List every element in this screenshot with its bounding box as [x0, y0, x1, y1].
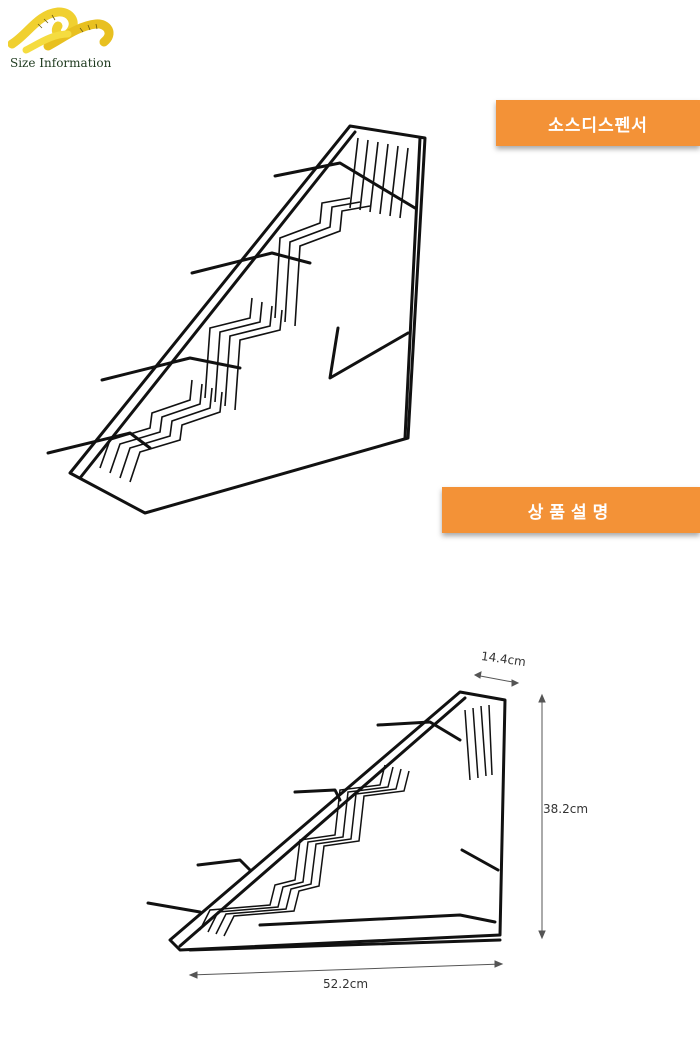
height-label: 38.2cm — [543, 802, 589, 816]
product-photo-dispenser — [46, 124, 427, 515]
measuring-tape-icon — [7, 7, 114, 54]
product-diagram-dimensions — [146, 671, 546, 979]
logo-caption: Size Information — [10, 56, 112, 70]
width-label: 52.2cm — [323, 977, 369, 991]
size-information-logo: Size Information — [7, 4, 118, 76]
product-name-banner: 소스디스펜서 — [496, 100, 700, 146]
description-banner: 상품설명 — [442, 487, 700, 533]
